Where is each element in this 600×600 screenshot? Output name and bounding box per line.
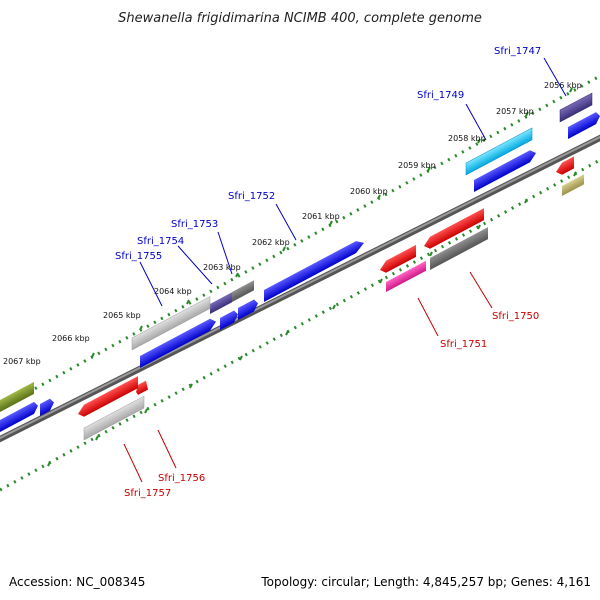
scale-label: 2067 kbp [3, 357, 41, 366]
scale-label: 2062 kbp [252, 238, 290, 247]
label-leader-lines [123, 57, 567, 483]
inner-scale-ring [0, 158, 600, 492]
scale-label: 2064 kbp [154, 287, 192, 296]
scale-label: 2063 kbp [203, 263, 241, 272]
gene-label-sfri-1753: Sfri_1753 [171, 219, 218, 230]
gene-label-sfri-1752: Sfri_1752 [228, 191, 275, 202]
gene-label-sfri-1755: Sfri_1755 [115, 251, 162, 262]
gene-label-sfri-1751: Sfri_1751 [440, 339, 487, 350]
gene-label-sfri-1750: Sfri_1750 [492, 311, 539, 322]
scale-label: 2066 kbp [52, 334, 90, 343]
accession-text: Accession: NC_008345 [9, 575, 145, 589]
genome-backbone [0, 134, 600, 443]
outer-scale-ring [0, 74, 600, 410]
topology-text: Topology: circular; Length: 4,845,257 bp… [260, 575, 591, 589]
gene-labels: Sfri_1747 Sfri_1749 Sfri_1752 Sfri_1753 … [115, 46, 541, 499]
gene-features-bottom [78, 156, 584, 441]
scale-label: 2060 kbp [350, 187, 388, 196]
scale-label: 2059 kbp [398, 161, 436, 170]
gene-label-sfri-1754: Sfri_1754 [137, 236, 184, 247]
scale-label: 2057 kbp [496, 107, 534, 116]
outer-major-ticks [29, 87, 573, 392]
gene-features-top [0, 92, 600, 432]
gene-label-sfri-1749: Sfri_1749 [417, 90, 464, 101]
scale-label: 2056 kbp [544, 81, 582, 90]
gene-label-sfri-1756: Sfri_1756 [158, 473, 205, 484]
gene-label-sfri-1757: Sfri_1757 [124, 488, 171, 499]
scale-label: 2058 kbp [448, 134, 486, 143]
inner-major-ticks [47, 171, 577, 467]
scale-label: 2065 kbp [103, 311, 141, 320]
map-title: Shewanella frigidimarina NCIMB 400, comp… [118, 11, 482, 26]
scale-labels: 2056 kbp 2057 kbp 2058 kbp 2059 kbp 2060… [3, 81, 582, 366]
scale-label: 2061 kbp [302, 212, 340, 221]
gene-label-sfri-1747: Sfri_1747 [494, 46, 541, 57]
